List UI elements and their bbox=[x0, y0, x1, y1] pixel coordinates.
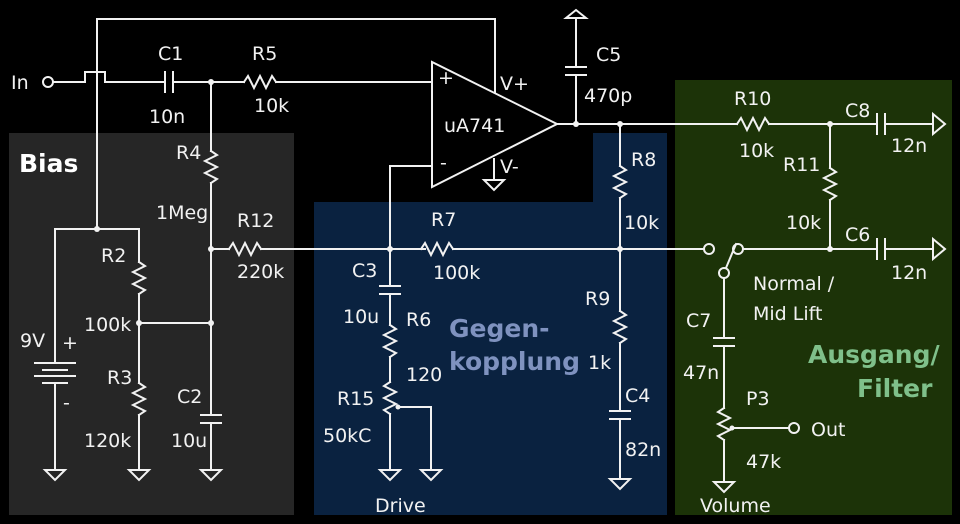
ground-icon bbox=[198, 469, 224, 482]
r15-value: 50kC bbox=[323, 425, 371, 447]
output-panel bbox=[675, 80, 952, 515]
r10-ref: R10 bbox=[734, 88, 771, 110]
opamp-minus: - bbox=[440, 152, 447, 174]
r11-symbol bbox=[821, 166, 839, 202]
c5-ref: C5 bbox=[596, 44, 621, 66]
r9-symbol bbox=[611, 309, 629, 345]
ground-icon bbox=[481, 179, 507, 192]
feedback-section-label-2: kopplung bbox=[449, 347, 580, 376]
switch-label-2: Mid Lift bbox=[753, 303, 822, 325]
opamp-name: uA741 bbox=[444, 115, 505, 137]
r2-value: 100k bbox=[84, 314, 131, 336]
output-label: Out bbox=[811, 419, 845, 441]
r7-value: 100k bbox=[433, 262, 480, 284]
battery-value: 9V bbox=[20, 330, 45, 352]
r12-ref: R12 bbox=[237, 210, 274, 232]
r10-symbol bbox=[735, 115, 771, 133]
ground-icon bbox=[126, 469, 152, 482]
feedback-panel bbox=[314, 133, 667, 515]
vplus-supply-wire bbox=[96, 18, 496, 230]
ground-icon bbox=[418, 469, 444, 482]
c7-value: 47n bbox=[683, 362, 719, 384]
r7-symbol bbox=[419, 240, 455, 258]
c1-ref: C1 bbox=[158, 43, 183, 65]
r3-value: 120k bbox=[84, 430, 131, 452]
r5-ref: R5 bbox=[252, 43, 277, 65]
r6-value: 120 bbox=[406, 364, 442, 386]
output-arrow-icon bbox=[932, 111, 947, 137]
c6-value: 12n bbox=[891, 262, 927, 284]
r15-ref: R15 bbox=[337, 388, 374, 410]
c3-ref: C3 bbox=[352, 260, 377, 282]
r3-symbol bbox=[130, 381, 148, 417]
bias-section-label: Bias bbox=[19, 149, 78, 178]
r4-symbol bbox=[202, 149, 220, 185]
r6-symbol bbox=[381, 323, 399, 359]
output-section-label-1: Ausgang/ bbox=[808, 340, 940, 369]
r4-value: 1Meg bbox=[156, 202, 208, 224]
r12-value: 220k bbox=[237, 261, 284, 283]
input-jack[interactable] bbox=[42, 76, 54, 88]
c7-ref: C7 bbox=[686, 310, 711, 332]
p3-volume-pot[interactable] bbox=[715, 406, 733, 442]
p3-value: 47k bbox=[746, 451, 781, 473]
battery-plus: + bbox=[62, 332, 78, 354]
c4-value: 82n bbox=[625, 439, 661, 461]
r11-value: 10k bbox=[786, 212, 821, 234]
normal-midlift-switch[interactable] bbox=[724, 242, 738, 270]
r3-ref: R3 bbox=[107, 367, 132, 389]
output-jack[interactable] bbox=[788, 422, 800, 434]
r8-symbol bbox=[611, 164, 629, 200]
switch-label-1: Normal / bbox=[753, 273, 835, 295]
opamp-vplus: V+ bbox=[500, 73, 529, 95]
ground-icon bbox=[42, 469, 68, 482]
r8-value: 10k bbox=[624, 212, 659, 234]
input-wire bbox=[52, 71, 164, 83]
r10-value: 10k bbox=[739, 140, 774, 162]
junctions bbox=[94, 79, 833, 431]
output-arrow-icon bbox=[932, 236, 947, 262]
c5-value: 470p bbox=[584, 85, 632, 107]
c2-value: 10u bbox=[171, 430, 207, 452]
p3-ref: P3 bbox=[746, 388, 770, 410]
input-label: In bbox=[11, 72, 29, 94]
battery-symbol bbox=[34, 362, 76, 384]
r5-value: 10k bbox=[254, 95, 289, 117]
r2-symbol bbox=[130, 260, 148, 296]
output-section-label-2: Filter bbox=[857, 374, 933, 403]
r9-ref: R9 bbox=[585, 288, 610, 310]
r12-symbol bbox=[227, 240, 263, 258]
opamp-symbol bbox=[431, 60, 560, 189]
r15-drive-pot[interactable] bbox=[381, 380, 399, 416]
drive-label: Drive bbox=[375, 495, 426, 517]
ground-icon bbox=[377, 469, 403, 482]
c6-ref: C6 bbox=[845, 224, 870, 246]
supply-arrow-icon bbox=[563, 8, 589, 19]
c2-ref: C2 bbox=[177, 386, 202, 408]
volume-label: Volume bbox=[700, 495, 771, 517]
r7-ref: R7 bbox=[431, 209, 456, 231]
r8-ref: R8 bbox=[631, 149, 656, 171]
c3-value: 10u bbox=[343, 306, 379, 328]
c4-ref: C4 bbox=[625, 385, 650, 407]
r11-ref: R11 bbox=[783, 154, 820, 176]
r6-ref: R6 bbox=[406, 309, 431, 331]
r9-value: 1k bbox=[588, 352, 611, 374]
switch-contact bbox=[703, 243, 715, 255]
ground-icon bbox=[711, 481, 737, 494]
feedback-section-label-1: Gegen- bbox=[449, 314, 550, 343]
r5-symbol bbox=[242, 73, 278, 91]
r4-ref: R4 bbox=[176, 142, 201, 164]
c5-symbol bbox=[565, 66, 587, 76]
r2-ref: R2 bbox=[101, 245, 126, 267]
opamp-vminus: V- bbox=[500, 156, 519, 178]
c1-value: 10n bbox=[149, 106, 185, 128]
c8-ref: C8 bbox=[845, 100, 870, 122]
battery-minus: - bbox=[63, 392, 70, 414]
opamp-plus: + bbox=[438, 67, 454, 89]
c8-value: 12n bbox=[891, 135, 927, 157]
ground-icon bbox=[607, 478, 633, 491]
c1-symbol bbox=[164, 71, 174, 93]
